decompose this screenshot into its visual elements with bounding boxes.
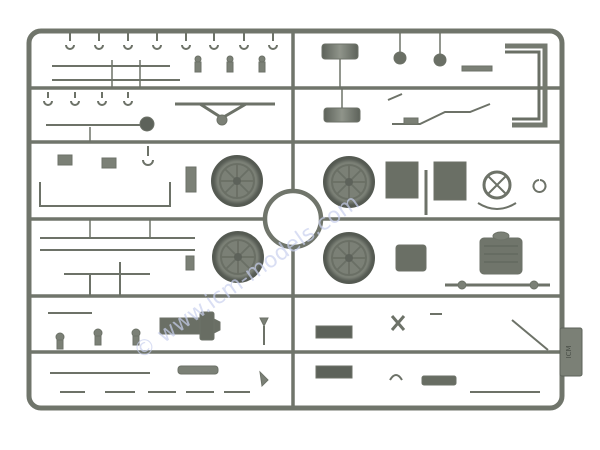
wheel-4 (323, 232, 375, 284)
parts-row-4 (40, 219, 550, 296)
sprue-frame (26, 28, 565, 411)
tab-label: ICM (565, 346, 573, 359)
parts-row-1 (52, 33, 548, 128)
parts-row-3 (39, 146, 547, 215)
parts-row-2 (43, 88, 491, 142)
wheel-3 (212, 231, 264, 283)
parts-row-5 (48, 311, 549, 351)
parts-row-6 (50, 365, 540, 393)
wheel-2 (323, 156, 375, 208)
sprue-tab: ICM (559, 327, 583, 377)
center-ring (262, 188, 324, 250)
watermark-text: © www.icm-models.com (129, 190, 364, 365)
wheel-1 (211, 155, 263, 207)
